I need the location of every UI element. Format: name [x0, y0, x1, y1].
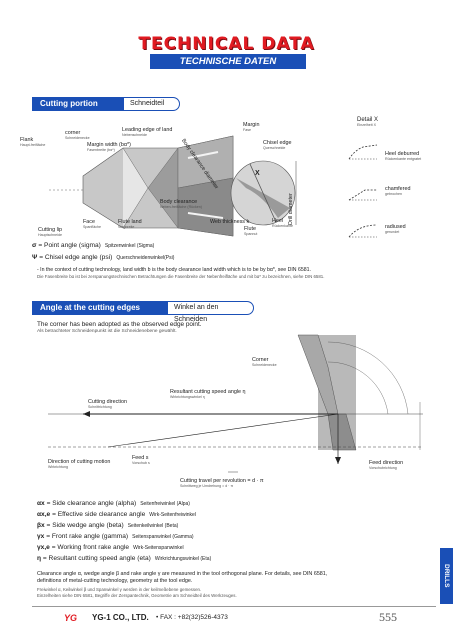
- footer-company: YG-1 CO., LTD.: [92, 613, 149, 622]
- legend-side-clearance: αx = Side clearance angle (alpha)Seitenf…: [37, 500, 190, 507]
- page-title: TECHNICAL DATA: [138, 34, 315, 54]
- footer-fax: • FAX : +82(32)526-4373: [156, 614, 228, 621]
- legend-point-angle: σ = Point angle (sigma)Spitzenwinkel (Si…: [32, 242, 155, 249]
- footer-logo: YG: [64, 613, 78, 623]
- section-angles-subtitle: Winkel an den Schneiden: [168, 301, 254, 323]
- cutting-angles-diagram: [48, 334, 423, 473]
- legend-chisel-edge-angle: Ψ = Chisel edge angle (psi)Querschneiden…: [32, 254, 175, 261]
- page-number: 555: [379, 610, 397, 624]
- legend-resultant-speed: η = Resultant cutting speed angle (eta)W…: [37, 555, 212, 562]
- label-web-thickness: Web thickness k: [210, 219, 250, 225]
- svg-text:X: X: [255, 170, 260, 177]
- footer-divider: [32, 606, 436, 607]
- legend-side-wedge: βx = Side wedge angle (beta)Seitenkeilwi…: [37, 522, 179, 529]
- section-cutting-portion-title: Cutting portion: [32, 97, 124, 111]
- detail-x-edge-diagrams: [348, 144, 378, 238]
- intro-corner: The corner has been adopted as the obser…: [37, 321, 202, 334]
- drill-tip-diagram: X: [48, 135, 297, 237]
- side-tab-drills: DRILLS: [440, 548, 453, 604]
- page-subtitle: TECHNISCHE DATEN: [150, 54, 306, 69]
- note-land-width: - In the context of cutting technology, …: [37, 267, 325, 279]
- note-measurement: Clearance angle α, wedge angle β and rak…: [37, 571, 328, 598]
- label-margin-width: Margin width (bα*)Fasenbreite (bα*): [87, 142, 131, 152]
- legend-front-rake: γx = Front rake angle (gamma)Seitenspanw…: [37, 533, 194, 540]
- section-angles-title: Angle at the cutting edges: [32, 301, 168, 315]
- section-cutting-portion-subtitle: Schneidteil: [124, 97, 180, 111]
